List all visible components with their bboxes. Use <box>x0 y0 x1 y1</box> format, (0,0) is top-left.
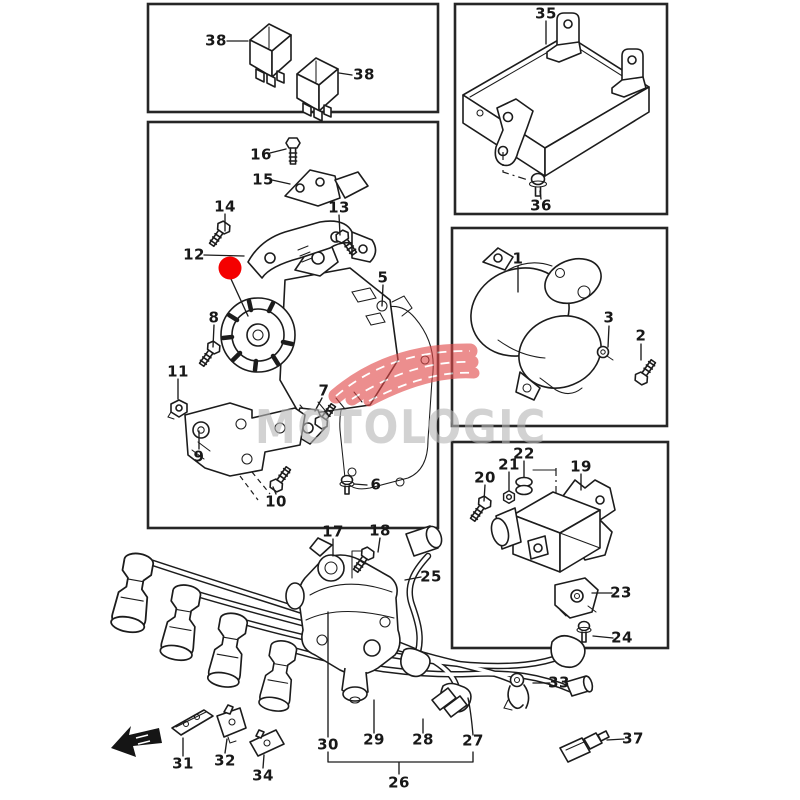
panel-alternator-border <box>146 120 440 530</box>
stud-3 <box>596 345 614 361</box>
part-label-14[interactable]: 14 <box>214 197 236 216</box>
part-label-23[interactable]: 23 <box>610 583 632 602</box>
screw-6 <box>339 474 355 495</box>
part-label-3[interactable]: 3 <box>603 308 615 327</box>
part-label-1[interactable]: 1 <box>512 249 524 268</box>
part-label-13[interactable]: 13 <box>328 198 350 217</box>
clip-34 <box>249 729 285 757</box>
part-label-38[interactable]: 38 <box>205 31 227 50</box>
part-label-18[interactable]: 18 <box>369 521 391 540</box>
part-label-36[interactable]: 36 <box>530 196 552 215</box>
fan-fins <box>220 298 295 373</box>
relay-drawings <box>249 23 339 122</box>
clamp-33 <box>503 672 530 711</box>
ecu-screw-36 <box>528 172 548 197</box>
selected-part-highlight-dot <box>218 256 242 280</box>
ecu-bracket-right <box>611 48 647 98</box>
part-label-35[interactable]: 35 <box>535 4 557 23</box>
part-label-30[interactable]: 30 <box>317 735 339 754</box>
panel-relays-border <box>146 2 440 114</box>
part-label-6[interactable]: 6 <box>370 475 382 494</box>
part-label-28[interactable]: 28 <box>412 730 434 749</box>
wireset-drawing <box>108 525 610 763</box>
ecu-bracket-top <box>546 12 582 63</box>
watermark-text: MOTOLOGIC <box>255 400 547 454</box>
distributor-drawing <box>285 537 401 704</box>
part-label-29[interactable]: 29 <box>363 730 385 749</box>
part-label-33[interactable]: 33 <box>548 673 570 692</box>
part-label-20[interactable]: 20 <box>474 468 496 487</box>
clip-32 <box>216 704 247 744</box>
coil-drawing <box>466 468 616 643</box>
part-label-34[interactable]: 34 <box>252 766 274 785</box>
clip-31 <box>171 709 214 736</box>
part-label-37[interactable]: 37 <box>622 729 644 748</box>
part-label-38[interactable]: 38 <box>353 65 375 84</box>
terminal-37 <box>559 730 610 763</box>
part-label-24[interactable]: 24 <box>611 628 633 647</box>
part-label-7[interactable]: 7 <box>318 381 330 400</box>
panel-borders <box>146 2 670 650</box>
part-label-26[interactable]: 26 <box>388 773 410 792</box>
front-direction-arrow <box>111 726 162 757</box>
ecu-bracket-left <box>494 98 534 167</box>
panel-ecu-border <box>453 2 669 216</box>
part-label-16[interactable]: 16 <box>250 145 272 164</box>
part-label-21[interactable]: 21 <box>498 455 520 474</box>
starter-drawing <box>470 247 660 401</box>
part-label-12[interactable]: 12 <box>183 245 205 264</box>
part-label-8[interactable]: 8 <box>208 308 220 327</box>
nut-11 <box>167 399 188 420</box>
part-label-15[interactable]: 15 <box>252 170 274 189</box>
part-label-22[interactable]: 22 <box>513 444 535 463</box>
watermark-logo <box>328 343 480 407</box>
alternator-drawing <box>167 137 434 501</box>
part-label-5[interactable]: 5 <box>377 268 389 287</box>
part-label-10[interactable]: 10 <box>265 492 287 511</box>
part-label-11[interactable]: 11 <box>167 362 189 381</box>
part-label-2[interactable]: 2 <box>635 326 647 345</box>
part-label-32[interactable]: 32 <box>214 751 236 770</box>
part-label-9[interactable]: 9 <box>193 447 205 466</box>
part-label-31[interactable]: 31 <box>172 754 194 773</box>
part-label-19[interactable]: 19 <box>570 457 592 476</box>
ecu-drawing <box>462 12 650 197</box>
panel-starter-border <box>450 226 669 428</box>
part-label-17[interactable]: 17 <box>322 522 344 541</box>
part-label-27[interactable]: 27 <box>462 731 484 750</box>
part-label-25[interactable]: 25 <box>420 567 442 586</box>
bolt-24 <box>576 620 592 643</box>
leader-lines <box>177 20 642 775</box>
